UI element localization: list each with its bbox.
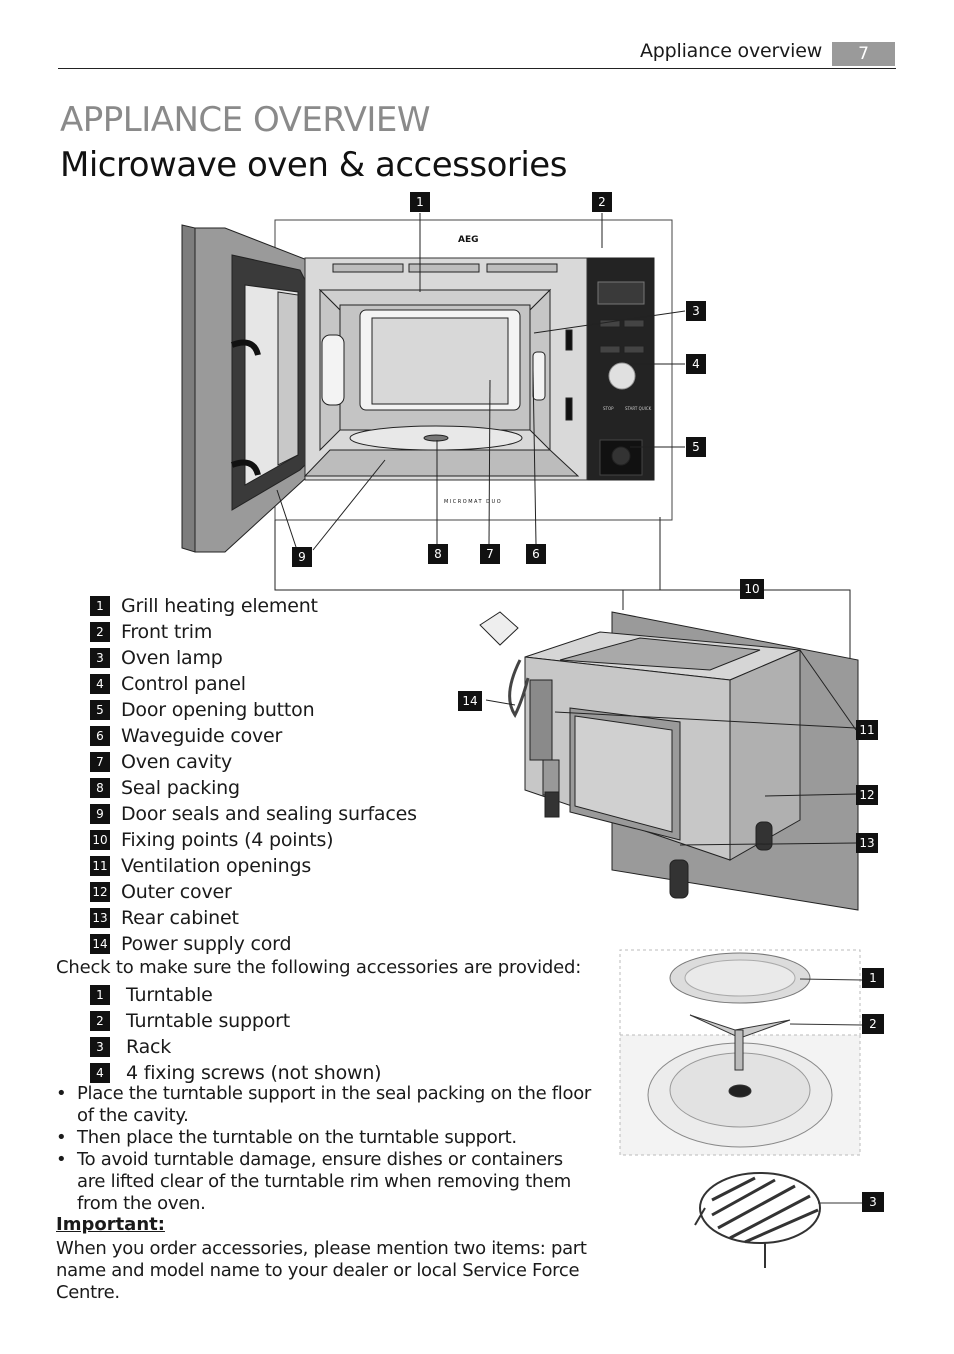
legend-item: 7 Oven cavity (90, 749, 417, 775)
header-rule (58, 68, 896, 69)
legend-number: 2 (90, 622, 110, 642)
rear-view-diagram (479, 589, 859, 911)
legend-number: 11 (90, 856, 110, 876)
start-label: START QUICK (625, 406, 652, 411)
callout-12: 12 (856, 785, 878, 805)
legend-item: 6 Waveguide cover (90, 723, 417, 749)
legend-label: Waveguide cover (121, 725, 283, 747)
legend-number: 10 (90, 830, 110, 850)
legend-item: 10 Fixing points (4 points) (90, 827, 417, 853)
legend-item: 5 Door opening button (90, 697, 417, 723)
callout-2: 2 (592, 192, 612, 212)
accessory-label: 4 fixing screws (not shown) (126, 1062, 382, 1084)
accessories-diagram (619, 949, 863, 1268)
bullet-item: • To avoid turntable damage, ensure dishe… (56, 1149, 596, 1215)
accessory-label: Turntable support (126, 1010, 290, 1032)
accessory-callout-1: 1 (862, 968, 884, 988)
accessory-number: 3 (90, 1037, 110, 1057)
accessory-number: 2 (90, 1011, 110, 1031)
important-heading: Important: (56, 1214, 165, 1235)
legend-number: 9 (90, 804, 110, 824)
legend-label: Oven cavity (121, 751, 233, 773)
accessory-label: Rack (126, 1036, 172, 1058)
accessory-number: 1 (90, 985, 110, 1005)
legend-label: Door seals and sealing surfaces (121, 803, 417, 825)
page-number: 7 (832, 42, 895, 66)
legend-label: Fixing points (4 points) (121, 829, 334, 851)
callout-9: 9 (292, 547, 312, 567)
accessory-item: 3 Rack (90, 1034, 381, 1060)
callout-3: 3 (686, 301, 706, 321)
legend-label: Grill heating element (121, 595, 318, 617)
legend-label: Outer cover (121, 881, 232, 903)
legend-number: 5 (90, 700, 110, 720)
callout-7: 7 (480, 544, 500, 564)
legend-number: 4 (90, 674, 110, 694)
legend-number: 3 (90, 648, 110, 668)
legend-item: 4 Control panel (90, 671, 417, 697)
legend-item: 14 Power supply cord (90, 931, 417, 957)
bullet-item: • Place the turntable support in the seal… (56, 1083, 596, 1127)
legend-number: 7 (90, 752, 110, 772)
legend-label: Door opening button (121, 699, 315, 721)
accessory-callout-2: 2 (862, 1014, 884, 1034)
bullet-text: Then place the turntable on the turntabl… (77, 1127, 517, 1148)
legend-number: 1 (90, 596, 110, 616)
accessory-item: 1 Turntable (90, 982, 381, 1008)
legend-number: 13 (90, 908, 110, 928)
legend-item: 8 Seal packing (90, 775, 417, 801)
bullet-item: • Then place the turntable on the turntab… (56, 1127, 596, 1149)
callout-13: 13 (856, 833, 878, 853)
model-label: MICROMAT DUO (444, 499, 502, 505)
page-title: Microwave oven & accessories (60, 145, 567, 185)
legend-label: Ventilation openings (121, 855, 312, 877)
legend-number: 6 (90, 726, 110, 746)
legend-item: 12 Outer cover (90, 879, 417, 905)
legend-number: 12 (90, 882, 110, 902)
callout-10: 10 (740, 579, 764, 599)
legend-item: 13 Rear cabinet (90, 905, 417, 931)
running-header: Appliance overview (640, 40, 823, 62)
accessories-list: 1 Turntable 2 Turntable support 3 Rack 4 4 f… (90, 982, 382, 1086)
bullet-text: To avoid turntable damage, ensure dishes… (77, 1149, 571, 1214)
bullet-icon: • (56, 1127, 67, 1148)
accessory-label: Turntable (126, 984, 213, 1006)
callout-4: 4 (686, 354, 706, 374)
legend-item: 2 Front trim (90, 619, 417, 645)
legend-number: 14 (90, 934, 110, 954)
callout-1: 1 (410, 192, 430, 212)
legend-item: 9 Door seals and sealing surfaces (90, 801, 417, 827)
section-title: APPLIANCE OVERVIEW (60, 100, 431, 140)
accessory-item: 2 Turntable support (90, 1008, 381, 1034)
important-text: When you order accessories, please menti… (56, 1238, 587, 1303)
legend-item: 1 Grill heating element (90, 593, 417, 619)
legend-item: 11 Ventilation openings (90, 853, 417, 879)
instruction-bullets: • Place the turntable support in the seal… (56, 1083, 596, 1215)
callout-11: 11 (856, 720, 878, 740)
accessory-item: 4 4 fixing screws (not shown) (90, 1060, 382, 1086)
front-view-diagram: AEG MICROMAT DUO STOP START QUICK (181, 213, 686, 591)
legend-label: Seal packing (121, 777, 240, 799)
stop-label: STOP (603, 406, 614, 411)
legend-label: Power supply cord (121, 933, 292, 955)
accessory-number: 4 (90, 1063, 110, 1083)
callout-8: 8 (428, 544, 448, 564)
legend-item: 3 Oven lamp (90, 645, 417, 671)
bullet-icon: • (56, 1083, 67, 1104)
legend-label: Front trim (121, 621, 213, 643)
legend-number: 8 (90, 778, 110, 798)
accessories-intro: Check to make sure the following accesso… (56, 957, 582, 978)
callout-5: 5 (686, 437, 706, 457)
legend-label: Oven lamp (121, 647, 223, 669)
bullet-text: Place the turntable support in the seal … (77, 1083, 592, 1126)
callout-14: 14 (458, 691, 482, 711)
callout-6: 6 (526, 544, 546, 564)
bullet-icon: • (56, 1149, 67, 1170)
legend-label: Control panel (121, 673, 246, 695)
accessory-callout-3: 3 (862, 1192, 884, 1212)
brand-logo: AEG (458, 235, 479, 245)
legend-label: Rear cabinet (121, 907, 239, 929)
